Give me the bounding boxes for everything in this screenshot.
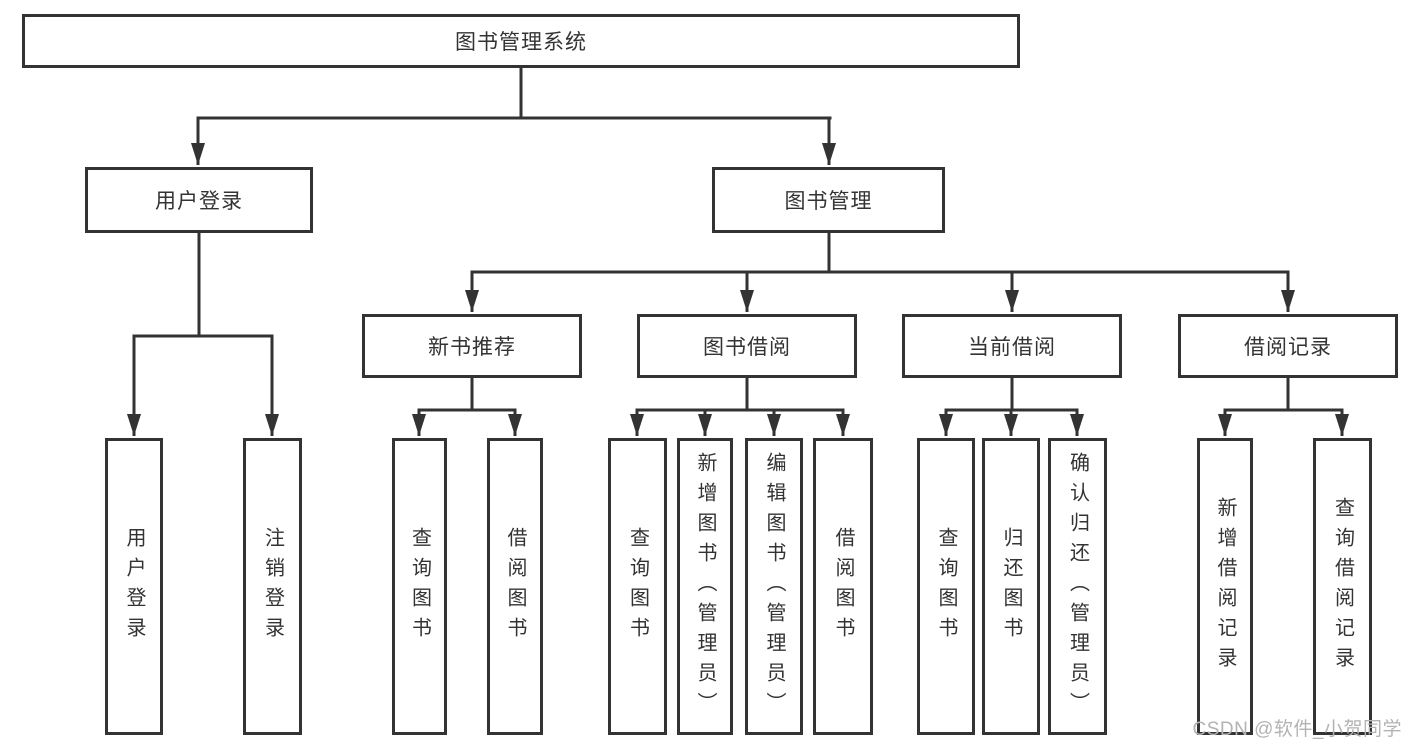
leaf-query-books-recommend: 查询图书 xyxy=(392,438,447,735)
leaf-edit-book-admin: 编辑图书（管理员） xyxy=(745,438,803,735)
node-new-book-recommend: 新书推荐 xyxy=(362,314,582,378)
leaf-query-books-current: 查询图书 xyxy=(917,438,975,735)
leaf-return-book: 归还图书 xyxy=(982,438,1040,735)
leaf-add-book-admin: 新增图书（管理员） xyxy=(677,438,733,735)
leaf-query-borrow-record: 查询借阅记录 xyxy=(1313,438,1372,735)
leaf-user-login: 用户登录 xyxy=(105,438,163,735)
node-borrow-records: 借阅记录 xyxy=(1178,314,1398,378)
leaf-logout: 注销登录 xyxy=(243,438,302,735)
node-user-login: 用户登录 xyxy=(85,167,313,233)
watermark: CSDN @软件_小贺同学 xyxy=(1192,719,1402,740)
node-book-borrow: 图书借阅 xyxy=(637,314,857,378)
node-book-management: 图书管理 xyxy=(712,167,945,233)
leaf-borrow-books-recommend: 借阅图书 xyxy=(487,438,543,735)
leaf-borrow-books: 借阅图书 xyxy=(813,438,873,735)
leaf-confirm-return-admin: 确认归还（管理员） xyxy=(1048,438,1107,735)
leaf-add-borrow-record: 新增借阅记录 xyxy=(1197,438,1253,735)
leaf-query-books-borrow: 查询图书 xyxy=(608,438,667,735)
node-current-borrow: 当前借阅 xyxy=(902,314,1122,378)
node-root: 图书管理系统 xyxy=(22,14,1020,68)
